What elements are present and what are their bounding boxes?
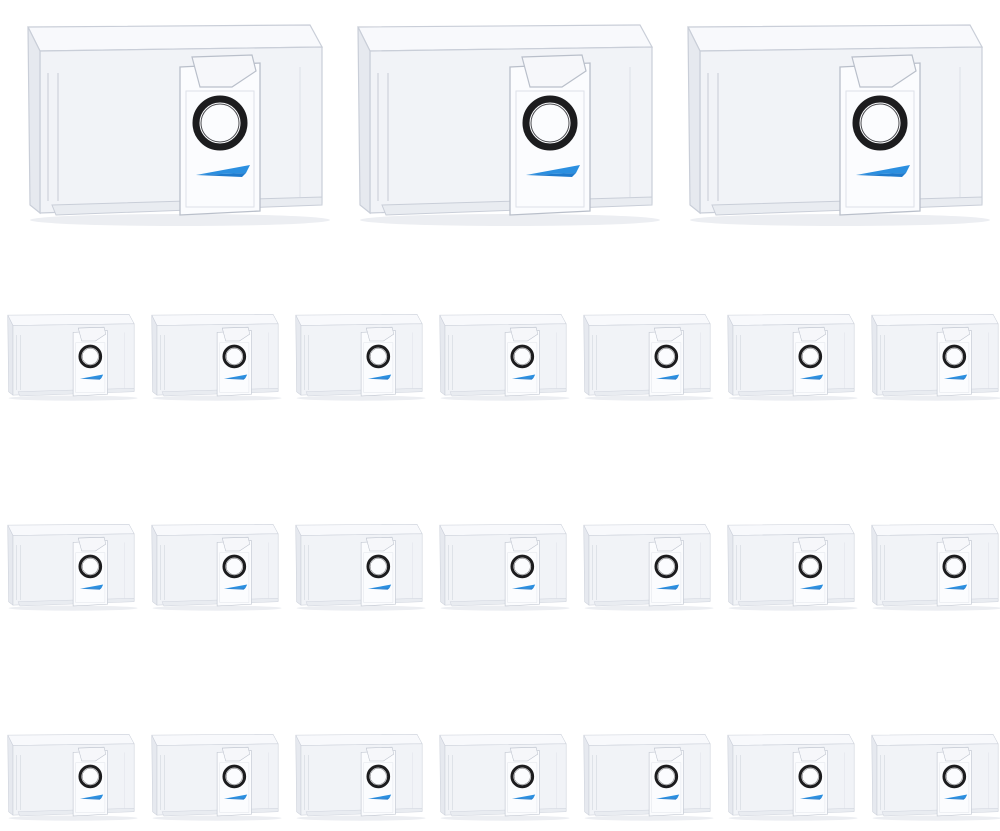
dust-bag-icon xyxy=(294,732,428,823)
dust-bag-icon xyxy=(6,522,140,613)
dust-bag-icon xyxy=(438,312,572,403)
dust-bag-icon xyxy=(870,522,1000,613)
dust-bag-icon xyxy=(6,732,140,823)
dust-bag-icon xyxy=(438,732,572,823)
dust-bag-icon xyxy=(582,732,716,823)
dust-bag-icon xyxy=(726,732,860,823)
dust-bag-icon xyxy=(726,312,860,403)
dust-bag-icon xyxy=(688,25,990,226)
dust-bag-icon xyxy=(6,312,140,403)
dust-bag-icon xyxy=(150,312,284,403)
dust-bag-icon xyxy=(150,522,284,613)
dust-bag-icon xyxy=(28,25,330,226)
dust-bag-icon xyxy=(294,522,428,613)
dust-bag-icon xyxy=(870,312,1000,403)
dust-bag-icon xyxy=(582,312,716,403)
dust-bag-icon xyxy=(870,732,1000,823)
dust-bag-icon xyxy=(438,522,572,613)
dust-bag-icon xyxy=(150,732,284,823)
dust-bag-icon xyxy=(294,312,428,403)
dust-bag-icon xyxy=(358,25,660,226)
dust-bag-icon xyxy=(726,522,860,613)
dust-bag-icon xyxy=(582,522,716,613)
